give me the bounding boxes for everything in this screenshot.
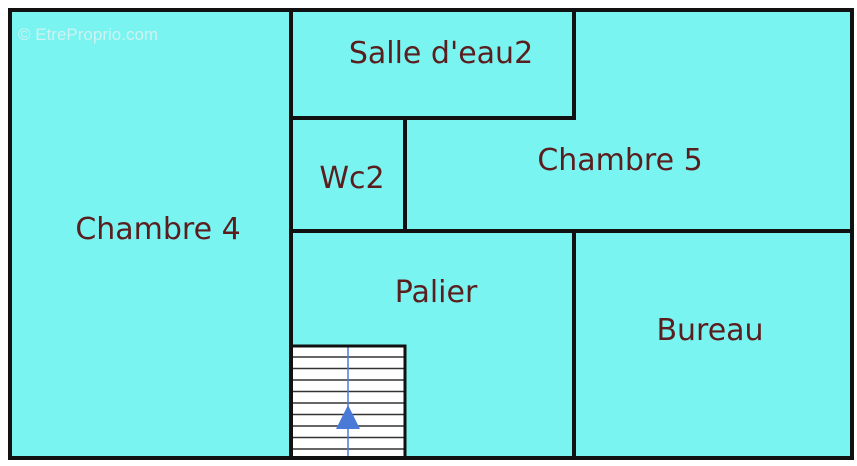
- room-label-wc2: Wc2: [319, 161, 384, 196]
- watermark: © EtreProprio.com: [18, 25, 158, 44]
- room-label-chambre-4: Chambre 4: [75, 212, 240, 247]
- outer-wall: [8, 8, 854, 460]
- walls: [8, 8, 854, 460]
- room-label-salle-deau2: Salle d'eau2: [349, 36, 533, 71]
- room-label-chambre-5: Chambre 5: [537, 143, 702, 178]
- room-label-bureau: Bureau: [656, 313, 763, 348]
- arrow-up-icon: [336, 405, 360, 429]
- room-label-palier: Palier: [395, 275, 478, 310]
- staircase: [293, 346, 405, 457]
- floor-area: [8, 8, 854, 460]
- staircase-area: [293, 346, 405, 457]
